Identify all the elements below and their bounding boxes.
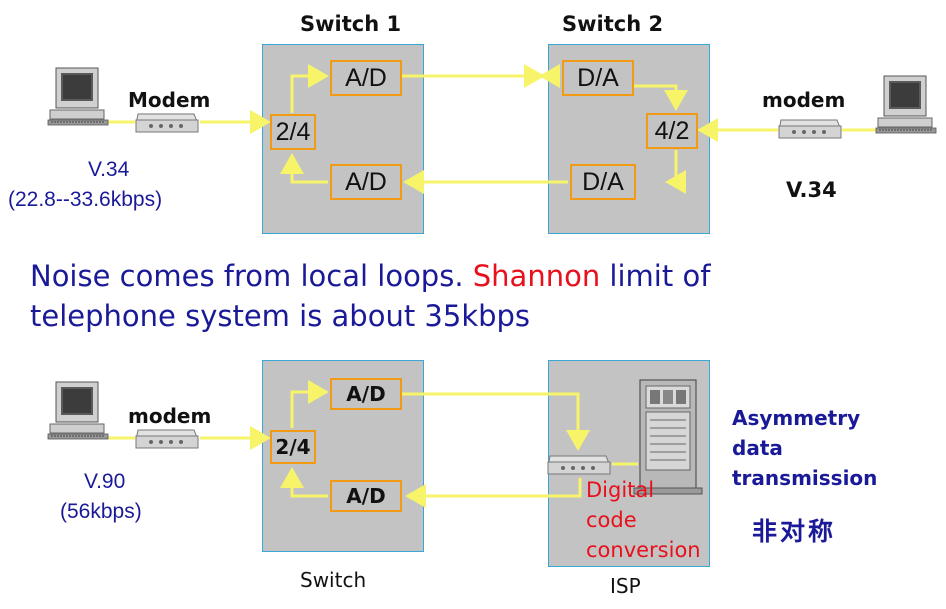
switch1-title: Switch 1 [300,12,402,36]
right-standard: V.34 [786,178,837,202]
bottom-modem-label: modem [128,404,212,428]
bottom-ad-bottom-box: A/D [330,480,402,512]
noise-line-2: telephone system is about 35kbps [30,299,531,333]
noise-line-1: Noise comes from local loops. Shannon li… [30,256,710,296]
switch2-title: Switch 2 [562,12,664,36]
sw2-hybrid-box: 4/2 [646,113,698,149]
isp-caption: ISP [610,574,641,598]
noise-part1: Noise comes from local loops. [30,259,473,293]
asym-line-3: transmission [732,466,878,490]
left-rate: (22.8--33.6kbps) [8,188,163,211]
shannon-highlight: Shannon [472,259,601,293]
sw1-ad-bottom-box: A/D [330,164,402,200]
bottom-standard: V.90 [84,470,126,493]
digital-line-2: code [586,508,637,532]
chinese-label: 非对称 [752,517,837,546]
noise-part2: limit of [600,259,711,293]
left-standard: V.34 [88,158,130,181]
bottom-ad-top-box: A/D [330,378,402,410]
noise-statement: Noise comes from local loops. Shannon li… [30,256,710,336]
asym-line-1: Asymmetry [732,406,861,430]
bottom-rate: (56kbps) [60,500,142,523]
right-modem-label: modem [762,88,846,112]
bottom-hybrid-box: 2/4 [270,430,316,464]
switch-caption: Switch [300,568,367,592]
sw2-da-bottom-box: D/A [570,164,636,200]
digital-line-3: conversion [586,538,701,562]
left-modem-label: Modem [128,88,211,112]
asym-line-2: data [732,436,783,460]
sw1-hybrid-box: 2/4 [270,114,316,150]
digital-line-1: Digital [586,478,655,502]
sw2-da-top-box: D/A [562,60,634,96]
sw1-ad-top-box: A/D [330,60,402,96]
